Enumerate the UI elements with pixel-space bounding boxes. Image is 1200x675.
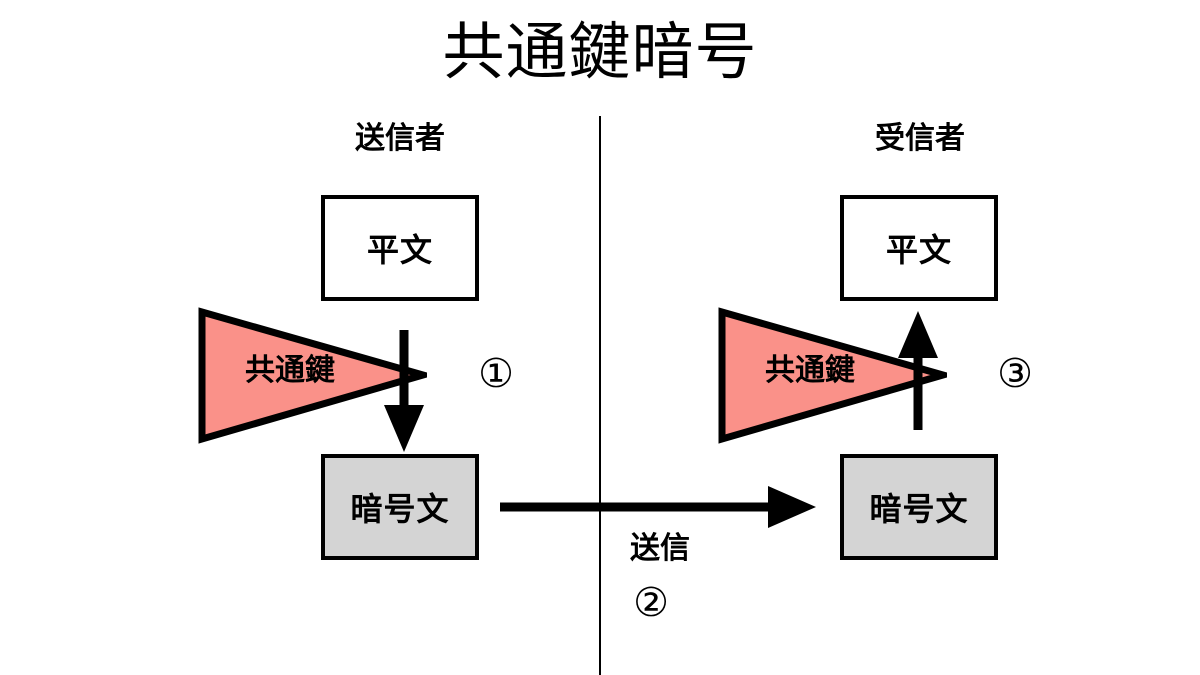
- receiver-label: 受信者: [875, 122, 965, 155]
- shared-key-receiver: 共通鍵: [717, 306, 956, 444]
- page-title: 共通鍵暗号: [442, 18, 758, 87]
- key-triangle-icon: [198, 307, 436, 444]
- ciphertext-box-receiver: 暗号文: [840, 454, 998, 560]
- step-marker-3: ③: [997, 352, 1033, 396]
- shared-key-sender-label: 共通鍵: [245, 354, 335, 387]
- ciphertext-box-sender: 暗号文: [321, 454, 479, 560]
- step-marker-1: ①: [478, 352, 514, 396]
- plaintext-box-sender: 平文: [321, 195, 479, 301]
- sender-label: 送信者: [355, 122, 445, 155]
- shared-key-sender: 共通鍵: [197, 306, 436, 444]
- step-marker-2: ②: [633, 581, 669, 625]
- transmit-arrow: [500, 486, 816, 528]
- key-triangle-icon: [718, 307, 956, 444]
- shared-key-receiver-label: 共通鍵: [765, 354, 855, 387]
- transmit-caption: 送信: [630, 532, 690, 565]
- plaintext-box-receiver: 平文: [840, 195, 998, 301]
